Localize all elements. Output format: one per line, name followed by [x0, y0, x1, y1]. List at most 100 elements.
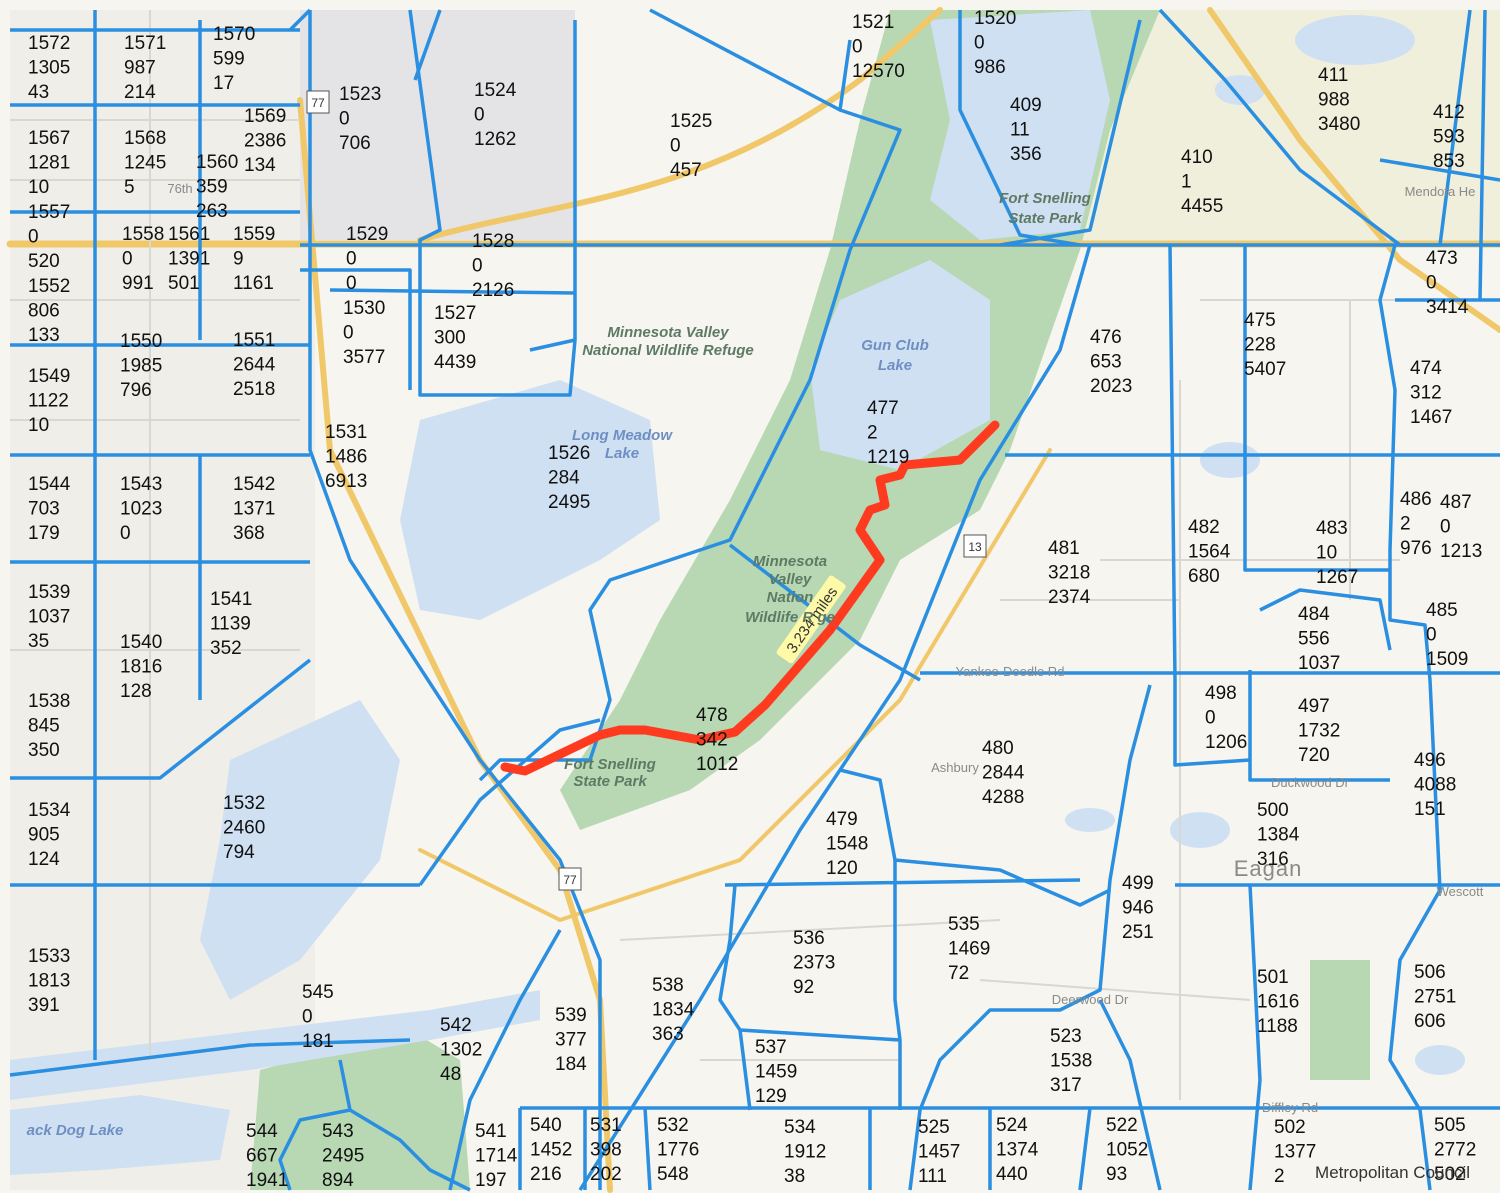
- zone-label-line: 134: [244, 155, 276, 176]
- highway-35e: [1207, 7, 1500, 333]
- zone-label-line: 216: [530, 1164, 562, 1185]
- zone-label-line: 1526: [548, 443, 590, 464]
- zone-label-line: 48: [440, 1064, 461, 1085]
- zone-label-line: 1572: [28, 33, 70, 54]
- zone-label-line: 10: [28, 415, 49, 436]
- zone-label-line: 317: [1050, 1075, 1082, 1096]
- zone-label-line: 457: [670, 160, 702, 181]
- zone-label-line: 1161: [233, 273, 274, 294]
- zone-label-line: 535: [948, 914, 980, 935]
- zone-label-line: 133: [28, 325, 60, 346]
- shield-number: 77: [311, 96, 325, 110]
- park-southwest: [250, 1030, 470, 1190]
- zone-label-line: 806: [28, 301, 60, 322]
- zone-label-line: 3414: [1426, 297, 1469, 318]
- minor-streets: [10, 10, 1500, 1100]
- zone-label-line: 483: [1316, 518, 1348, 539]
- zone-label-line: 359: [196, 177, 228, 198]
- zone-label-line: 2: [1400, 514, 1411, 535]
- zone-label-line: 1529: [346, 224, 388, 245]
- zone-label-line: 523: [1050, 1026, 1082, 1047]
- zone-label-line: 667: [246, 1146, 278, 1167]
- zone-label-line: 0: [120, 523, 131, 544]
- zone-label-line: 72: [948, 963, 969, 984]
- zone-label-line: 706: [339, 133, 371, 154]
- zone-label-line: 1550: [120, 331, 162, 352]
- park-label: Nation: [767, 589, 814, 606]
- zone-label-line: 1521: [852, 12, 894, 33]
- zone-label-line: 181: [302, 1031, 334, 1052]
- zone-label-line: 1281: [28, 153, 70, 174]
- zone-label-line: 1544: [28, 474, 71, 495]
- zone-label-line: 263: [196, 201, 228, 222]
- zone-label-line: 536: [793, 928, 825, 949]
- zone-label-line: 2772: [1434, 1140, 1476, 1161]
- zone-label-line: 796: [120, 380, 152, 401]
- zone-label-line: 481: [1048, 538, 1080, 559]
- zone-label-line: 2: [1274, 1166, 1285, 1187]
- zone-label-line: 377: [555, 1030, 587, 1051]
- zone-label-line: 1524: [474, 80, 517, 101]
- zone-label-line: 499: [1122, 873, 1154, 894]
- zone-label-line: 0: [302, 1007, 313, 1028]
- zone-label-line: 251: [1122, 922, 1154, 943]
- zone-label-line: 151: [1414, 799, 1446, 820]
- zone-label-line: 1530: [343, 298, 385, 319]
- zone-label-line: 342: [696, 730, 728, 751]
- zone-label-line: 202: [590, 1164, 622, 1185]
- zone-label-line: 500: [1257, 800, 1289, 821]
- zone-label-line: 1302: [440, 1040, 482, 1061]
- zone-label-line: 991: [122, 273, 154, 294]
- zone-label-line: 1052: [1106, 1140, 1148, 1161]
- zone-label-line: 2495: [548, 492, 590, 513]
- zone-label-line: 300: [434, 328, 466, 349]
- zone-label-line: 1469: [948, 939, 990, 960]
- zone-label-line: 501: [1257, 967, 1289, 988]
- zone-label-line: 0: [1205, 708, 1216, 729]
- water-long-meadow-lake-south: [200, 700, 400, 1000]
- shield-number: 13: [968, 540, 982, 554]
- zone-label-line: 703: [28, 499, 60, 520]
- zone-label-line: 3218: [1048, 563, 1090, 584]
- zone-label-line: 284: [548, 468, 580, 489]
- zone-label-line: 1206: [1205, 732, 1247, 753]
- zone-label-line: 1509: [1426, 649, 1468, 670]
- zone-label-line: 179: [28, 523, 60, 544]
- zone-label-line: 1564: [1188, 542, 1231, 563]
- zone-label-line: 410: [1181, 147, 1213, 168]
- zone-label-line: 228: [1244, 335, 1276, 356]
- zone-label-line: 1571: [124, 33, 166, 54]
- water-snelling-lake: [930, 10, 1110, 240]
- zone-label-line: 532: [657, 1115, 689, 1136]
- zone-label-line: 92: [793, 977, 814, 998]
- zone-label-line: 1012: [696, 754, 738, 775]
- zone-label-line: 214: [124, 82, 156, 103]
- zone-label-line: 593: [1433, 127, 1465, 148]
- zone-label-line: 1732: [1298, 721, 1340, 742]
- zone-label-line: 496: [1414, 750, 1446, 771]
- zone-label-line: 1561: [168, 224, 210, 245]
- water-label: ack Dog Lake: [27, 1122, 124, 1139]
- zone-label-line: 4439: [434, 352, 476, 373]
